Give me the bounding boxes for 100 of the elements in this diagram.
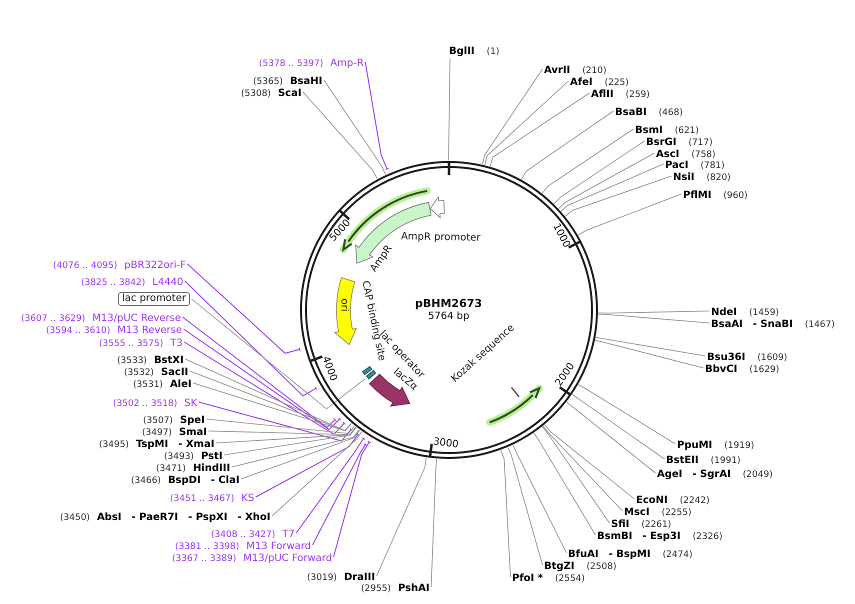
cut-site-position: (2326) — [692, 532, 723, 542]
feature-tag: lac promoter — [118, 292, 190, 306]
plasmid-length: 5764 bp — [428, 310, 470, 322]
leader-line — [598, 314, 710, 324]
leader-line — [566, 402, 656, 474]
primer-name: T7 — [282, 528, 295, 540]
leader-line — [564, 176, 672, 217]
cut-site-position: (2261) — [641, 520, 672, 530]
cut-site-position: (3497) — [142, 428, 172, 438]
leader-line — [482, 68, 543, 165]
enzyme-name: BspDI — [168, 474, 201, 486]
enzyme-name: AfeI — [570, 76, 593, 88]
enzyme-name: PacI — [665, 160, 688, 170]
enzyme-name: MscI — [624, 506, 650, 518]
enzyme-name: AleI — [170, 378, 192, 390]
primer-location: (4076 .. 4095) — [53, 260, 118, 270]
primer-location: (5378 .. 5397) — [259, 58, 324, 68]
enzyme-name: PshAI — [398, 582, 430, 594]
cut-site-position: (1991) — [710, 456, 741, 466]
enzyme-name: AgeI — [657, 468, 682, 480]
leader-line — [224, 427, 357, 456]
leader-line — [240, 430, 360, 480]
cut-site-position: (5365) — [253, 76, 283, 86]
leader-line — [430, 458, 438, 588]
enzyme-name: - SgrAI — [692, 468, 731, 480]
enzyme-name: Bsu36I — [707, 352, 746, 362]
cut-site-position: (2242) — [680, 496, 710, 506]
cut-site-position: (960) — [723, 190, 748, 200]
leader-line — [333, 440, 372, 558]
cut-site-position: (3466) — [131, 476, 161, 486]
leader-line — [184, 358, 352, 432]
cut-site-position: (3532) — [124, 368, 154, 378]
cut-site-position: (5308) — [241, 88, 271, 98]
enzyme-name: BstEII — [666, 454, 699, 466]
enzyme-name: - XmaI — [178, 438, 214, 450]
enzyme-name: - ClaI — [210, 474, 240, 486]
leader-line — [542, 426, 610, 524]
plasmid-ring — [300, 161, 598, 459]
leader-line — [364, 62, 390, 170]
enzyme-name: SacII — [160, 366, 188, 378]
primer-name: Amp-R — [330, 58, 364, 68]
plasmid-name: pBHM2673 — [415, 298, 482, 310]
cut-site-position: (781) — [700, 160, 725, 170]
enzyme-name: BsmI — [635, 124, 663, 136]
leader-line — [184, 342, 346, 435]
cut-site-position: (1609) — [757, 352, 788, 362]
leader-line — [598, 310, 710, 314]
cut-site-position: (717) — [688, 138, 713, 148]
cut-site-position: (3493) — [164, 452, 194, 462]
enzyme-name: - PspXI — [188, 512, 228, 522]
leader-line — [184, 280, 318, 396]
leader-line — [182, 316, 337, 428]
scale-label: 1000 — [549, 222, 572, 250]
cut-site-position: (758) — [691, 150, 716, 160]
cut-site-position: (225) — [604, 78, 629, 88]
enzyme-name: HindIII — [192, 462, 230, 474]
primer-name: M13/pUC Reverse — [92, 312, 182, 324]
leader-line — [312, 443, 368, 546]
cut-site-position: (2955) — [361, 584, 391, 594]
leader-line — [558, 152, 655, 210]
cut-site-position: (259) — [626, 90, 650, 100]
enzyme-name: NsiI — [673, 172, 694, 182]
leader-line — [544, 424, 635, 500]
cut-site-position: (1467) — [804, 320, 835, 330]
enzyme-name: AflII — [591, 88, 614, 100]
cut-site-position: (3507) — [143, 416, 173, 426]
scale-label: 3000 — [432, 436, 459, 452]
enzyme-name: PstI — [200, 450, 223, 462]
primer-location: (3502 .. 3518) — [113, 398, 178, 408]
enzyme-name: SfiI — [611, 518, 630, 530]
cut-site-position: (3531) — [133, 380, 163, 390]
cut-site-position: (3495) — [99, 440, 129, 450]
primer-name: T3 — [170, 338, 183, 348]
cut-site-position: (1) — [486, 46, 500, 56]
leader-line — [272, 431, 362, 516]
cut-site-position: (2508) — [586, 562, 616, 572]
enzyme-name: PpuMI — [677, 440, 712, 450]
leader-line — [192, 382, 352, 432]
primer-name: M13 Reverse — [117, 324, 182, 336]
leader-line — [183, 328, 342, 430]
leader-line — [448, 58, 450, 161]
leader-line — [490, 92, 590, 167]
leader-line — [323, 80, 386, 175]
primer-name: KS — [241, 492, 254, 504]
leader-line — [208, 426, 356, 435]
leader-line — [231, 429, 360, 468]
leader-line — [542, 426, 623, 512]
primer-name: SK — [184, 398, 198, 408]
leader-line — [500, 450, 511, 578]
enzyme-name: SmaI — [178, 426, 208, 438]
leader-line — [542, 128, 634, 194]
scale-label: 4000 — [318, 355, 338, 384]
primer-location: (3825 .. 3842) — [81, 278, 146, 288]
enzyme-name: BbvCI — [705, 364, 738, 374]
cut-site-position: (621) — [674, 126, 699, 136]
leader-line — [578, 384, 676, 444]
cut-site-position: (1459) — [749, 308, 779, 318]
enzyme-name: BsrGI — [646, 136, 676, 148]
enzyme-name: TspMI — [136, 438, 168, 450]
leader-line — [189, 370, 352, 432]
